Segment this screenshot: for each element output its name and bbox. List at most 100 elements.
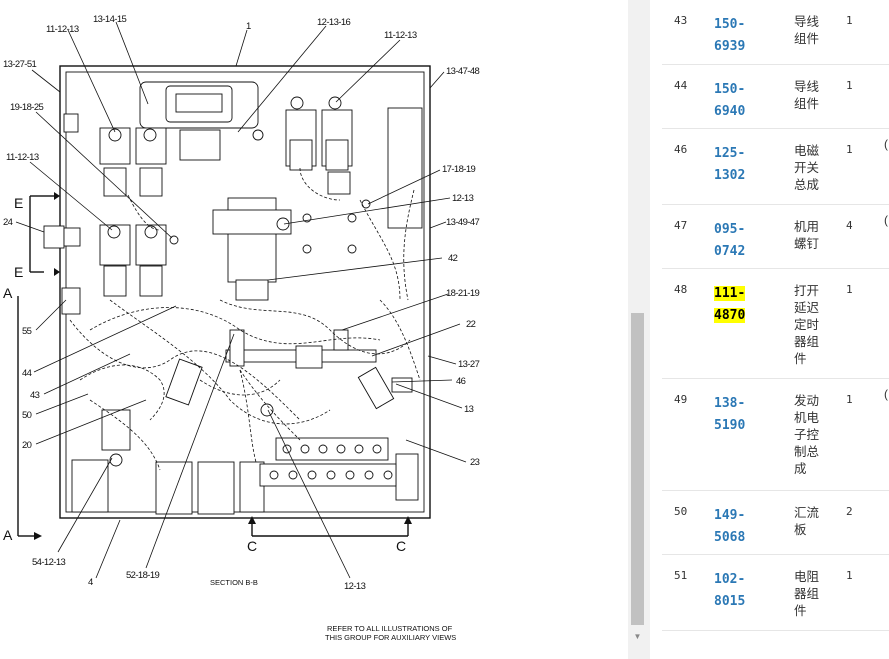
part-name-line: 板 [794, 522, 807, 537]
part-number-suffix[interactable]: 6939 [714, 39, 746, 54]
part-number-link[interactable]: 149- 5068 [714, 490, 794, 555]
quantity: 1 [846, 128, 884, 205]
module-display [165, 85, 233, 123]
part-name-line: 发动 [794, 393, 820, 408]
part-name-line: 机电 [794, 410, 820, 425]
relay-group-top-right [285, 96, 353, 195]
callout-18-21-19: 18-21-19 [446, 288, 480, 299]
scrollbar-thumb[interactable] [631, 313, 644, 625]
section-caption: SECTION B-B [210, 578, 258, 587]
part-name-line: 导线 [794, 79, 820, 94]
item-number: 47 [662, 204, 714, 269]
callout-55: 55 [22, 326, 32, 337]
part-number-prefix[interactable]: 150- [714, 81, 746, 97]
callout-54-12-13: 54-12-13 [32, 557, 66, 568]
part-name: 导线组件 [794, 0, 846, 65]
part-number-prefix[interactable]: 150- [714, 17, 746, 32]
part-name-line: 打开 [794, 283, 820, 298]
callout-44: 44 [22, 368, 32, 379]
part-number-suffix[interactable]: 5068 [714, 529, 746, 545]
callout-11-12-13-b: 11-12-13 [384, 30, 417, 41]
part-number-link[interactable]: 150- 6939 [714, 0, 794, 65]
section-lines [17, 195, 409, 537]
part-number-suffix[interactable]: 5190 [714, 417, 746, 433]
callout-42: 42 [448, 253, 458, 264]
part-number-prefix[interactable]: 111- [714, 285, 746, 301]
part-name-line: 螺钉 [794, 236, 820, 251]
part-name-line: 电磁 [794, 143, 820, 158]
quantity: 1 [846, 64, 884, 129]
section-mark-c-right: C [396, 538, 406, 554]
callout-19-18-25: 19-18-25 [10, 102, 44, 113]
callout-13-47-48: 13-47-48 [446, 66, 480, 77]
part-number-link[interactable]: 150- 6940 [714, 64, 794, 129]
callout-20: 20 [22, 440, 32, 451]
part-number-link[interactable]: 095- 0742 [714, 204, 794, 269]
resistor-block [101, 409, 131, 451]
part-number-link[interactable]: 138- 5190 [714, 378, 794, 491]
bolts [169, 129, 371, 417]
callout-52-18-19: 52-18-19 [126, 570, 160, 581]
part-name-line: 件 [794, 351, 807, 366]
part-number-prefix[interactable]: 102- [714, 571, 746, 587]
callout-13: 13 [464, 404, 474, 415]
section-mark-e-top: E [14, 195, 23, 211]
callout-17-18-19: 17-18-19 [442, 164, 476, 175]
notes-cell: ( [884, 204, 889, 269]
part-name: 发动机电子控制总成 [794, 378, 846, 491]
part-number-link[interactable]: 102- 8015 [714, 554, 794, 631]
part-number-prefix[interactable]: 138- [714, 395, 746, 411]
scroll-down-arrow-icon[interactable]: ▼ [633, 632, 642, 641]
bus-bar [259, 437, 397, 487]
item-number: 49 [662, 378, 714, 491]
part-name: 导线组件 [794, 64, 846, 129]
callout-12-13-16: 12-13-16 [317, 17, 351, 28]
relay-group-mid [99, 224, 167, 297]
module-screen [175, 93, 223, 113]
part-number-prefix[interactable]: 095- [714, 221, 746, 237]
part-number-prefix[interactable]: 149- [714, 507, 746, 523]
notes-cell [884, 268, 889, 379]
callout-11-12-13-a: 11-12-13 [46, 24, 79, 35]
notes-cell [884, 554, 889, 631]
bottom-connector-1 [155, 461, 193, 515]
item-number: 43 [662, 0, 714, 65]
part-number-prefix[interactable]: 125- [714, 145, 746, 161]
part-number-link[interactable]: 111- 4870 [714, 268, 794, 379]
item-number: 48 [662, 268, 714, 379]
bottom-left-component [71, 459, 109, 513]
quantity: 1 [846, 268, 884, 379]
part-name-line: 器组 [794, 334, 820, 349]
callout-12-13-b: 12-13 [344, 581, 366, 592]
parts-diagram: 1 11-12-13 13-14-15 12-13-16 11-12-13 13… [3, 14, 481, 642]
relay-group-top-left [99, 127, 167, 197]
callout-1: 1 [246, 21, 251, 32]
quantity: 1 [846, 378, 884, 491]
part-number-link[interactable]: 125- 1302 [714, 128, 794, 205]
callout-11-12-13-c: 11-12-13 [6, 152, 39, 163]
part-name-line: 开关 [794, 160, 820, 175]
callout-43: 43 [30, 390, 40, 401]
section-mark-a-top: A [3, 285, 13, 301]
leader-lines [15, 21, 467, 579]
part-number-suffix[interactable]: 6940 [714, 103, 746, 119]
part-name-line: 机用 [794, 219, 820, 234]
module-connector [179, 129, 221, 161]
part-name-line: 组件 [794, 96, 820, 111]
section-mark-a-bottom: A [3, 527, 13, 543]
section-mark-e-bottom: E [14, 264, 23, 280]
part-number-suffix[interactable]: 1302 [714, 167, 746, 183]
part-name-line: 延迟 [794, 300, 820, 315]
part-name-line: 组件 [794, 32, 820, 46]
item-number: 44 [662, 64, 714, 129]
part-number-suffix[interactable]: 8015 [714, 593, 746, 609]
notes-cell: ( [884, 378, 889, 491]
part-number-suffix[interactable]: 0742 [714, 243, 746, 259]
quantity: 2 [846, 490, 884, 555]
part-number-suffix[interactable]: 4870 [714, 307, 746, 323]
